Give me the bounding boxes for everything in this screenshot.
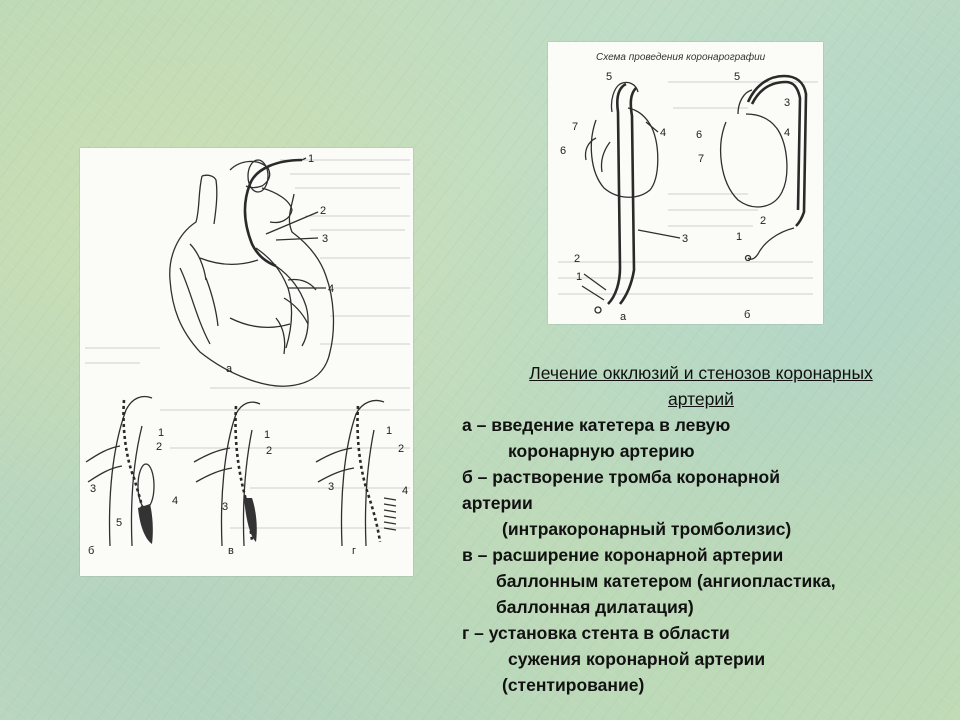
scheme-label-a: а [620,311,627,323]
caption-line-g-note: (стентирование) [502,675,645,695]
svg-text:6: 6 [696,129,702,141]
caption-line-b: б – растворение тромба коронарной [462,467,780,487]
svg-text:2: 2 [760,215,766,227]
scan-background-lines [85,159,410,529]
label-2: 2 [320,205,326,217]
scheme-b: 5 3 4 6 7 2 1 б [696,71,808,321]
label-g: г [352,545,356,557]
svg-text:6: 6 [560,145,566,157]
label-4: 4 [328,283,334,295]
svg-text:7: 7 [572,121,578,133]
svg-text:4: 4 [784,127,790,139]
svg-text:1: 1 [386,425,392,437]
label-1: 1 [308,153,314,165]
svg-text:1: 1 [158,427,164,439]
stent-g [383,497,397,531]
diagram-b: 1 2 3 4 5 б [85,395,178,557]
svg-text:4: 4 [172,495,178,507]
scheme-a: 5 7 6 4 3 2 1 а [560,71,688,323]
svg-text:2: 2 [574,253,580,265]
svg-text:3: 3 [682,233,688,245]
thrombus-b [137,463,155,509]
caption-line-b-cont: артерии [462,493,533,513]
caption-line-v-cont: баллонным катетером (ангиопластика, [496,571,836,591]
leader-lines [265,157,326,289]
svg-text:5: 5 [734,71,740,83]
aortic-arch-opening [247,159,269,193]
diagram-g: 1 2 3 4 г [315,399,408,557]
caption-line-a-cont: коронарную артерию [508,441,695,461]
coronarography-scheme-figure: Схема проведения коронарографии 5 7 [548,42,823,324]
scheme-title: Схема проведения коронарографии [596,51,766,63]
svg-text:4: 4 [402,485,408,497]
label-3: 3 [322,233,328,245]
heart-outline [169,160,335,387]
svg-text:3: 3 [90,483,96,495]
svg-text:3: 3 [328,481,334,493]
caption-title-line-1: Лечение окклюзий и стенозов коронарных [529,363,873,383]
heart-catheter-figure: 1 2 3 4 а 1 2 3 4 5 б 1 [80,148,413,576]
caption-line-g-cont: сужения коронарной артерии [508,649,766,669]
label-a: а [226,363,233,375]
svg-text:1: 1 [736,231,742,243]
heart-catheter-drawing: 1 2 3 4 а 1 2 3 4 5 б 1 [85,153,410,557]
coronarography-scheme-drawing: Схема проведения коронарографии 5 7 [558,51,818,323]
svg-text:4: 4 [660,127,666,139]
catheter-main [243,158,303,268]
svg-text:5: 5 [606,71,612,83]
caption-title: Лечение окклюзий и стенозов коронарных а… [470,360,932,412]
caption-line-v-note: баллонная дилатация) [496,597,694,617]
svg-text:2: 2 [398,443,404,455]
svg-text:2: 2 [266,445,272,457]
scan-background-lines-right [558,81,818,295]
label-b: б [88,545,94,557]
caption-line-b-note: (интракоронарный тромболизис) [502,519,792,539]
caption-line-v: в – расширение коронарной артерии [462,545,784,565]
svg-text:3: 3 [222,501,228,513]
svg-text:2: 2 [156,441,162,453]
caption-block: Лечение окклюзий и стенозов коронарных а… [462,360,932,698]
svg-text:1: 1 [576,271,582,283]
caption-line-g: г – установка стента в области [462,623,730,643]
svg-text:5: 5 [116,517,122,529]
diagram-v: 1 2 3 в [193,401,272,557]
svg-text:3: 3 [784,97,790,109]
label-v: в [228,545,234,557]
scheme-label-b: б [744,309,750,321]
caption-title-line-2: артерий [668,389,734,409]
svg-text:1: 1 [264,429,270,441]
caption-line-a: а – введение катетера в левую [462,415,731,435]
svg-text:7: 7 [698,153,704,165]
